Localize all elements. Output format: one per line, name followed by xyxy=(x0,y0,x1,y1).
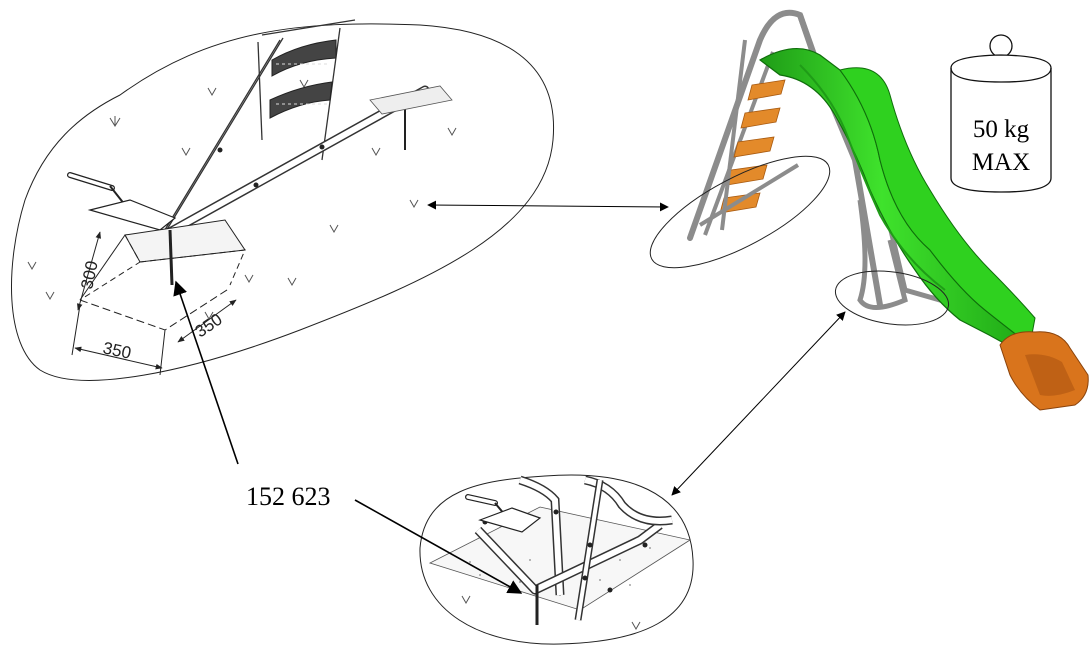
ladder-steps-detail xyxy=(257,19,356,161)
slide-illustration xyxy=(649,9,1089,411)
footing-height-label: 300 xyxy=(77,259,101,291)
slide-exit xyxy=(999,331,1089,411)
connector-arrow-slab xyxy=(671,311,846,496)
part-reference-callout: 152 623 xyxy=(173,280,523,594)
max-load-weight-icon: 50 kg MAX xyxy=(950,34,1052,193)
footing-detail-bubble: 300 350 350 xyxy=(10,19,555,381)
max-load-value: 50 kg xyxy=(973,116,1030,143)
part-reference-label: 152 623 xyxy=(246,482,331,511)
footing-width-label: 350 xyxy=(101,338,133,362)
footing-depth-label: 350 xyxy=(192,310,226,342)
connector-arrow-footing xyxy=(427,200,669,212)
trowel-icon xyxy=(465,494,542,533)
trowel-icon xyxy=(67,172,177,231)
slab-detail-bubble xyxy=(419,474,694,645)
concrete-footing-block xyxy=(79,219,246,331)
max-load-label: MAX xyxy=(972,149,1030,176)
